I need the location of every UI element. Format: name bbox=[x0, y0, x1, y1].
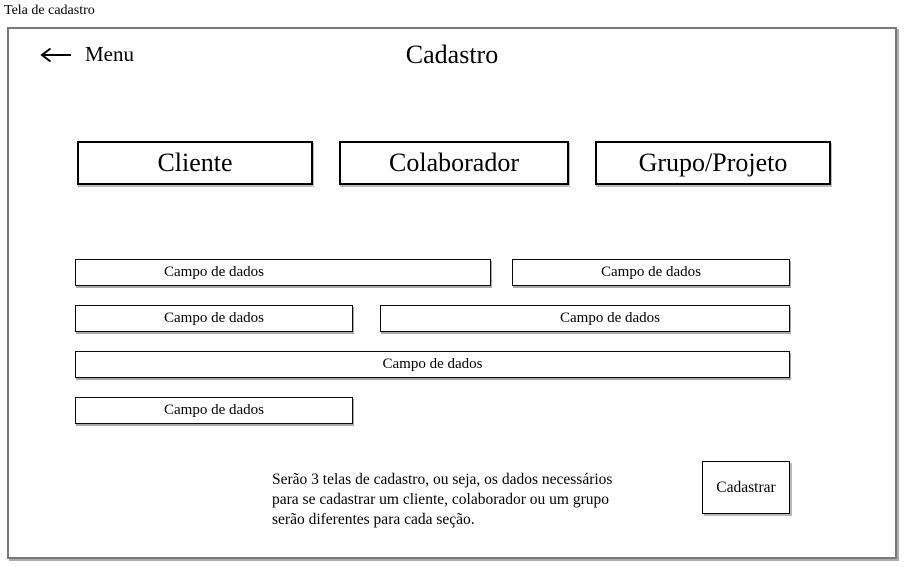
data-field-input[interactable]: Campo de dados bbox=[75, 305, 353, 332]
data-field-input[interactable]: Campo de dados bbox=[380, 305, 790, 332]
data-field-input[interactable]: Campo de dados bbox=[75, 351, 790, 378]
tab-label: Colaborador bbox=[389, 148, 519, 177]
data-field-input[interactable]: Campo de dados bbox=[75, 259, 491, 286]
tab-label: Grupo/Projeto bbox=[638, 148, 788, 177]
cadastrar-button[interactable]: Cadastrar bbox=[702, 461, 790, 514]
annotation-note: Serão 3 telas de cadastro, ou seja, os d… bbox=[272, 471, 613, 528]
screen-frame: Menu Cadastro Cliente Colaborador Grupo/… bbox=[7, 27, 897, 559]
tab-label: Cliente bbox=[157, 148, 233, 177]
back-button-label: Menu bbox=[85, 42, 134, 66]
tab-cliente[interactable]: Cliente bbox=[77, 141, 313, 185]
tab-colaborador[interactable]: Colaborador bbox=[339, 141, 569, 185]
data-field-input[interactable]: Campo de dados bbox=[512, 259, 790, 286]
page-title: Tela de cadastro bbox=[4, 3, 95, 18]
back-to-menu-button[interactable]: Menu bbox=[38, 42, 134, 67]
data-field-input[interactable]: Campo de dados bbox=[75, 397, 353, 424]
tab-grupo-projeto[interactable]: Grupo/Projeto bbox=[595, 141, 831, 185]
cadastrar-button-label: Cadastrar bbox=[716, 478, 776, 496]
left-arrow-icon bbox=[38, 46, 72, 64]
screen-title: Cadastro bbox=[405, 40, 499, 69]
